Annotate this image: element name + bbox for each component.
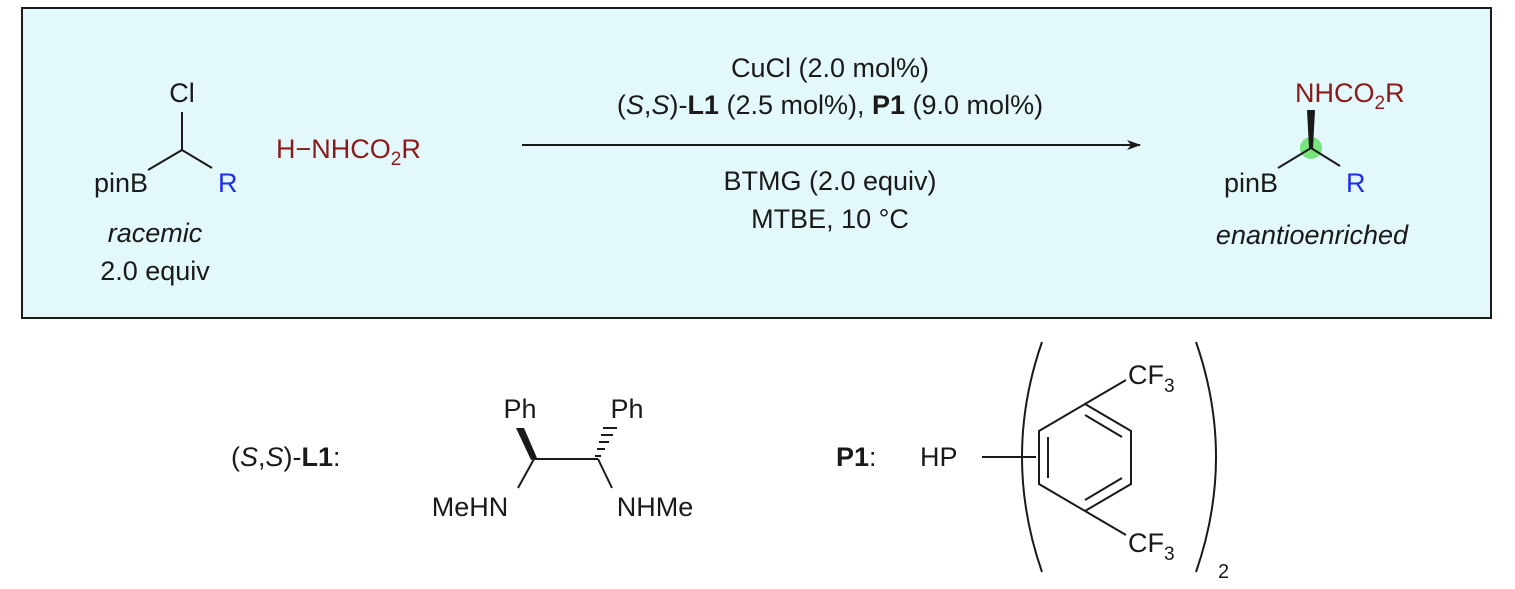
benzene-ring: [1038, 402, 1132, 513]
reactant-chloroboronate: Cl pinB R racemic 2.0 equiv: [94, 78, 238, 286]
cf3-top-label: CF3: [1128, 360, 1175, 397]
right-parenthesis: [1195, 341, 1217, 573]
phenyl-right-label: Ph: [610, 394, 643, 424]
condition-line-2: (S,S)-L1 (2.5 mol%), P1 (9.0 mol%): [617, 90, 1043, 120]
pinb-group: pinB: [94, 168, 148, 198]
wedge-bond: [1307, 110, 1315, 148]
product-aminoboronate: NHCO2R pinB R enantioenriched: [1216, 78, 1409, 250]
reaction-box: [21, 7, 1492, 319]
left-wedge-bond: [516, 428, 537, 460]
equiv-caption: 2.0 equiv: [100, 256, 210, 286]
product-carbamate-group: NHCO2R: [1295, 78, 1405, 114]
condition-line-3: BTMG (2.0 equiv): [723, 166, 936, 196]
chlorine-atom: Cl: [169, 78, 195, 108]
reaction-conditions: CuCl (2.0 mol%) (S,S)-L1 (2.5 mol%), P1 …: [522, 53, 1141, 234]
ring-inner-bond-2: [1084, 477, 1123, 501]
ring-inner-bond-1: [1084, 414, 1123, 438]
c-r-bond: [181, 149, 213, 169]
cf3-bottom-label: CF3: [1128, 528, 1175, 565]
left-c-n-bond: [517, 458, 535, 489]
enantioenriched-caption: enantioenriched: [1216, 220, 1409, 250]
ligand-label: (S,S)-L1:: [231, 442, 341, 472]
amine-right-label: NHMe: [617, 492, 694, 522]
aryl-count-subscript: 2: [1218, 561, 1229, 583]
product-pinb-group: pinB: [1224, 168, 1278, 198]
carbamate-reagent: H−NHCO2R: [276, 134, 421, 170]
hp-label: HP: [920, 442, 958, 472]
product-c-b-bond: [1277, 147, 1312, 169]
product-r-group: R: [1346, 168, 1366, 198]
condition-line-4: MTBE, 10 °C: [751, 204, 909, 234]
product-c-r-bond: [1310, 147, 1341, 167]
phenyl-left-label: Ph: [503, 394, 536, 424]
bottom-cf3-bond: [1084, 510, 1127, 536]
condition-line-1: CuCl (2.0 mol%): [731, 53, 929, 83]
racemic-caption: racemic: [108, 218, 203, 248]
c-b-bond: [147, 149, 183, 171]
right-c-n-bond: [597, 458, 613, 489]
amine-left-label: MeHN: [432, 492, 509, 522]
p1-label: P1:: [836, 442, 877, 472]
r-group: R: [218, 168, 238, 198]
ligand-l1-structure: (S,S)-L1: Ph Ph MeHN NHMe: [231, 394, 693, 522]
top-cf3-bond: [1084, 379, 1127, 405]
phosphine-p1-structure: P1: HP CF3 CF3 2: [836, 341, 1229, 583]
left-parenthesis: [1021, 341, 1043, 573]
